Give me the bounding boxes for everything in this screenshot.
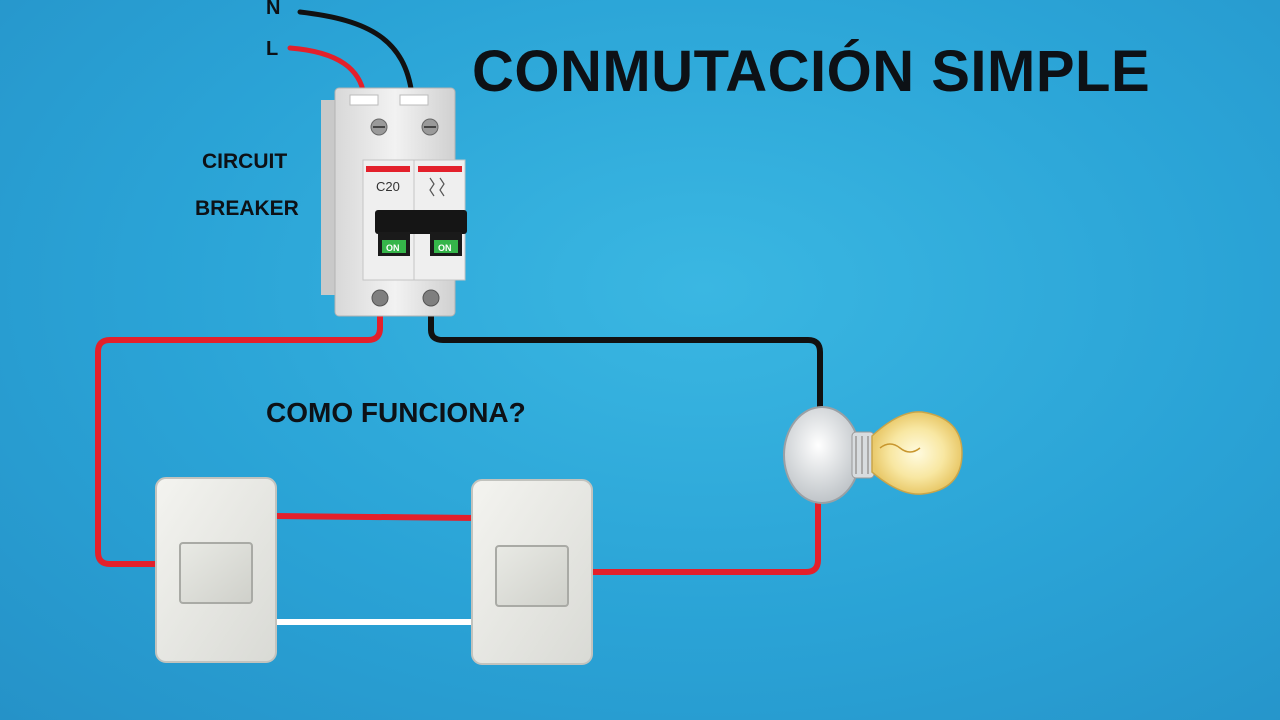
- right-toggle-label: ON: [438, 243, 452, 253]
- breaker-label-line2: BREAKER: [195, 197, 299, 220]
- line-wire-to-switch: [95, 305, 383, 567]
- line-label: L: [266, 38, 279, 60]
- page-title: CONMUTACIÓN SIMPLE: [472, 39, 1151, 104]
- wall-switch-right[interactable]: [471, 479, 593, 665]
- neutral-label: N: [266, 0, 281, 19]
- breaker-rating: C20: [376, 179, 400, 194]
- breaker-handle-bar[interactable]: [375, 210, 467, 234]
- left-toggle-indicator: [382, 240, 406, 253]
- wall-switch-left[interactable]: [155, 477, 277, 663]
- circuit-breaker-icon: C20 ON ON: [321, 87, 467, 317]
- neutral-wire-to-lamp: [428, 305, 823, 408]
- question-label: COMO FUNCIONA?: [266, 397, 526, 428]
- return-wire-to-lamp: [590, 500, 821, 575]
- right-toggle-indicator: [434, 240, 458, 253]
- left-toggle-label: ON: [386, 243, 400, 253]
- neutral-supply-wire: [297, 9, 415, 98]
- traveler-wire-top: [273, 513, 477, 521]
- light-bulb-icon: [783, 406, 963, 504]
- line-supply-wire: [287, 45, 367, 98]
- breaker-label-line1: CIRCUIT: [202, 150, 288, 173]
- switch-right-key[interactable]: [495, 545, 569, 607]
- switch-left-key[interactable]: [179, 542, 253, 604]
